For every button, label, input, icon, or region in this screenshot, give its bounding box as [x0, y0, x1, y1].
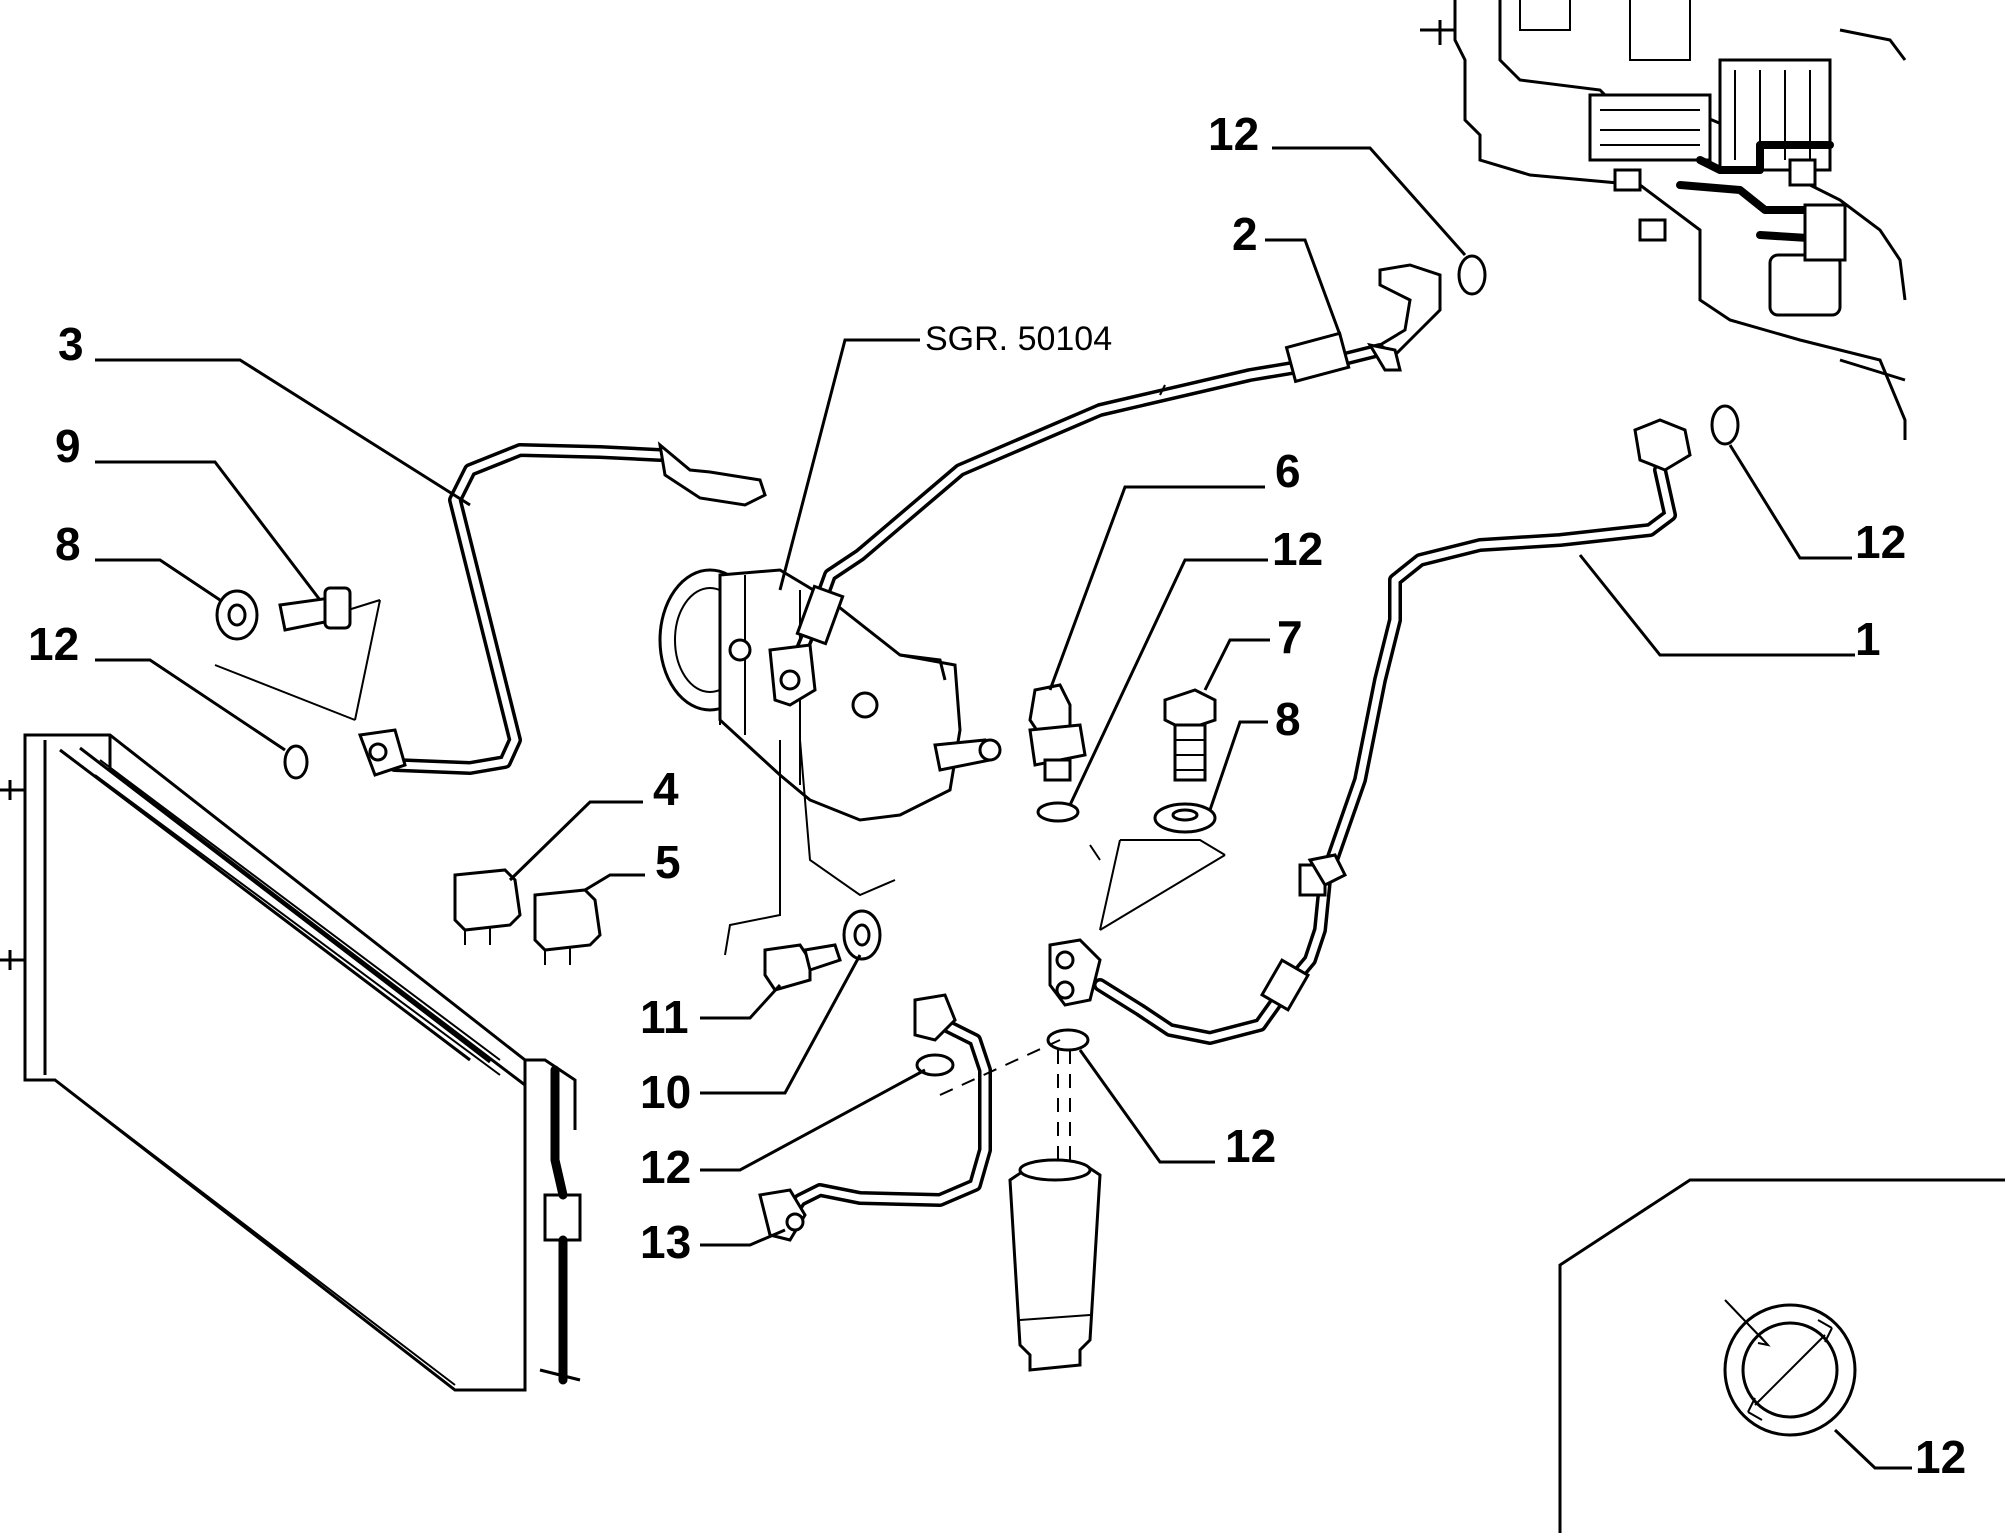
bolt-7: [1163, 688, 1217, 782]
bolt-11: [763, 943, 842, 992]
condenser-drawing: [0, 733, 582, 1392]
bolt-9: [278, 586, 352, 632]
callout-3: 3: [58, 318, 84, 370]
callout-6: 6: [1275, 445, 1301, 497]
callout-12-inset: 12: [1915, 1431, 1966, 1483]
o-ring-12-left: [283, 744, 309, 780]
o-ring-12-top: [1457, 254, 1487, 296]
pressure-switch-6: [1028, 683, 1087, 782]
callout-12-right: 12: [1855, 516, 1906, 568]
hose-13-drawing: [758, 993, 992, 1242]
callout-12-hose13: 12: [640, 1141, 691, 1193]
callout-13: 13: [640, 1216, 691, 1268]
callout-7: 7: [1277, 611, 1303, 663]
hose-3-drawing: [214, 441, 767, 777]
callout-12-drier: 12: [1225, 1120, 1276, 1172]
leader-lines: [95, 146, 1912, 1470]
o-ring-12-switch: [1036, 801, 1080, 823]
washer-8-right: [1153, 802, 1217, 834]
relay-4: [453, 868, 522, 945]
hose-1-drawing: [1048, 418, 1692, 1045]
callout-5: 5: [655, 836, 681, 888]
relay-5: [533, 888, 602, 965]
washer-10: [842, 909, 882, 961]
callout-8-left: 8: [55, 518, 81, 570]
o-ring-12-drier: [1046, 1028, 1090, 1052]
callout-1: 1: [1855, 613, 1881, 665]
hose-2-drawing: [768, 263, 1442, 707]
callout-8-right: 8: [1275, 693, 1301, 745]
washer-8-left: [215, 589, 259, 641]
callout-12-top: 12: [1208, 108, 1259, 160]
o-ring-detail-inset: [1558, 1178, 2005, 1533]
o-ring-12-hose13: [915, 1053, 955, 1077]
callout-9: 9: [55, 420, 81, 472]
callout-10: 10: [640, 1066, 691, 1118]
callout-12-switch: 12: [1272, 523, 1323, 575]
callout-11: 11: [640, 991, 689, 1043]
callout-2: 2: [1232, 208, 1258, 260]
reference-label: SGR. 50104: [925, 320, 1112, 358]
evaporator-unit-drawing: [1420, 0, 1907, 440]
callout-4: 4: [653, 763, 679, 815]
o-ring-12-right: [1710, 404, 1740, 446]
receiver-drier: [939, 1039, 1102, 1372]
callout-12-left: 12: [28, 618, 79, 670]
